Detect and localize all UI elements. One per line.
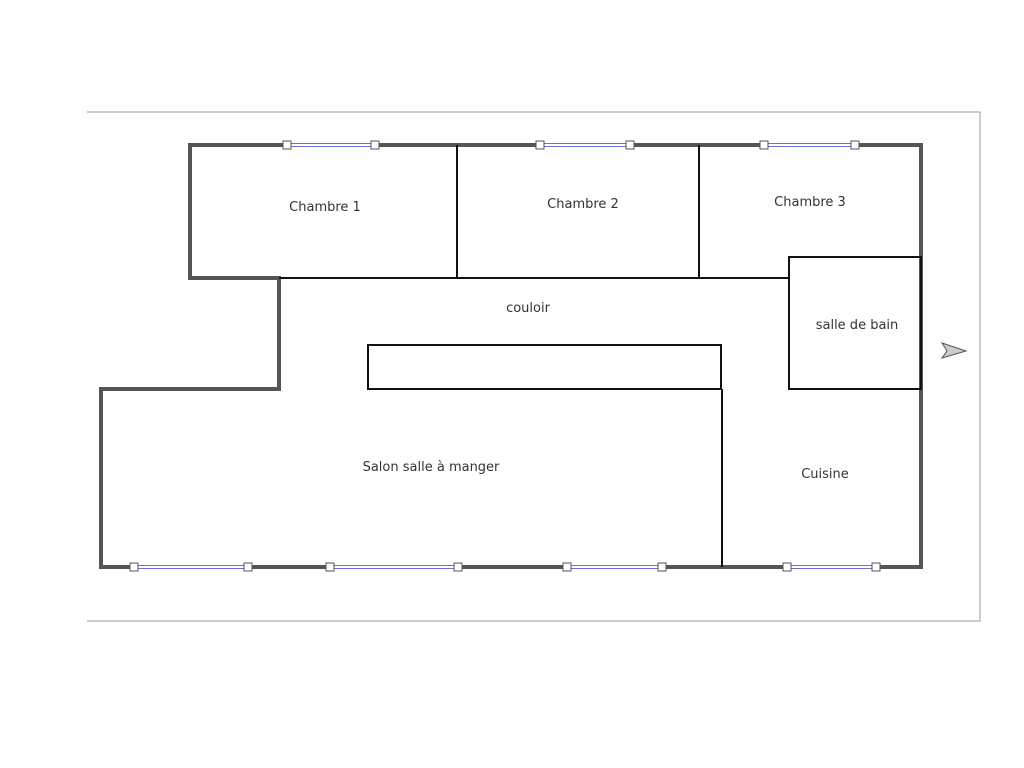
room-label-chambre2: Chambre 2 bbox=[547, 197, 619, 212]
bathroom-walls bbox=[788, 256, 922, 390]
window bbox=[562, 562, 667, 572]
room-label-couloir: couloir bbox=[506, 301, 551, 316]
window bbox=[282, 140, 380, 150]
window bbox=[759, 140, 860, 150]
room-label-cuisine: Cuisine bbox=[801, 467, 849, 482]
central-wall bbox=[367, 344, 722, 390]
window bbox=[535, 140, 635, 150]
arrow-right-icon bbox=[940, 342, 968, 359]
page-frame bbox=[87, 111, 981, 622]
window bbox=[325, 562, 463, 572]
windows bbox=[129, 140, 881, 572]
room-label-chambre3: Chambre 3 bbox=[774, 195, 846, 210]
interior-walls bbox=[279, 145, 922, 567]
window bbox=[782, 562, 881, 572]
room-label-salle-de-bain: salle de bain bbox=[816, 318, 899, 333]
room-label-chambre1: Chambre 1 bbox=[289, 200, 361, 215]
window bbox=[129, 562, 253, 572]
room-label-salon: Salon salle à manger bbox=[363, 460, 500, 475]
